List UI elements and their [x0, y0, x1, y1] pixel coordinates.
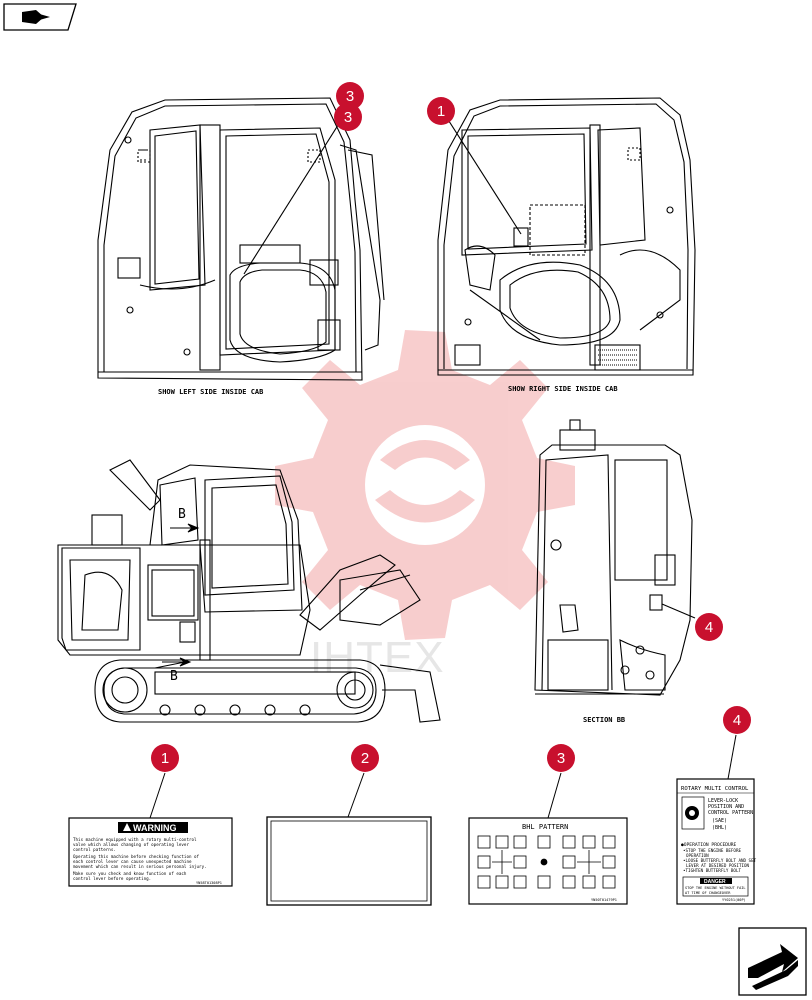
bhl-pattern-decal: BHL PATTERN [468, 817, 628, 905]
bhl-code: YN50T01479P1 [591, 898, 617, 902]
warning-header: WARNING [133, 823, 177, 833]
bhl-title: BHL PATTERN [522, 823, 568, 831]
warning-line-5: each control lever can cause unexpected … [73, 859, 192, 864]
warning-line-8: control lever before operating. [73, 876, 151, 881]
callout-decal-4[interactable]: 4 [723, 706, 751, 734]
warning-code: YN58T01308P1 [196, 881, 222, 885]
rotary-line-5: (BHL) [712, 825, 727, 831]
rotary-line-3: CONTROL PATTERN [708, 810, 753, 816]
section-arrow-icon [162, 523, 200, 667]
rotary-multi-control-decal: ROTARY MULTI CONTROL LEVER-LOCK POSITION… [676, 778, 757, 905]
rotary-step-1: •STOP THE ENGINE BEFORE [683, 848, 741, 853]
warning-line-6: movement which can result in serious per… [73, 864, 207, 869]
rotary-line-1: LEVER-LOCK [708, 798, 738, 804]
callout-decal-2-number: 2 [361, 750, 369, 767]
callout-decal-4-number: 4 [733, 712, 741, 729]
rotary-line-4: (SAE) [712, 818, 727, 824]
rotary-danger: DANGER [704, 879, 726, 885]
warning-line-1: This machine equipped with a rotary mult… [73, 837, 197, 842]
section-marker-bottom: B [170, 669, 178, 684]
callout-decal-3-number: 3 [557, 750, 565, 767]
rotary-step-4: LEVER AT DESIRED POSITION [686, 863, 750, 868]
warning-decal: WARNING This machine equipped with a rot… [68, 817, 233, 887]
rotary-step-3: •LOOSE BUTTERFLY BOLT AND SET [683, 858, 757, 863]
rotary-code: YY0251(00P) [722, 898, 746, 902]
section-marker-top: B [178, 507, 186, 522]
blank-plate-decal [266, 816, 432, 906]
callout-top-b[interactable]: 3 [334, 103, 362, 131]
book-arrow-icon[interactable] [3, 3, 77, 31]
callout-right-cab[interactable]: 1 [427, 97, 455, 125]
rotary-danger-2: AT TIME OF CHANGEOVER [685, 891, 731, 895]
rotary-step-5: •TIGHTEN BUTTERFLY BOLT [683, 868, 741, 873]
excavator-drawing [57, 459, 441, 723]
warning-line-7: Make sure you check and know function of… [73, 871, 187, 876]
warning-line-4: Operating this machine before checking f… [73, 854, 200, 859]
callout-decal-3[interactable]: 3 [547, 744, 575, 772]
callout-right-cab-number: 1 [437, 103, 445, 120]
left-cab-drawing [97, 97, 385, 381]
warning-line-3: control patterns. [73, 847, 116, 852]
warning-line-2: valve which allows changing of operating… [73, 842, 189, 847]
callout-decal-2[interactable]: 2 [351, 744, 379, 772]
rotary-procedure-title: ●OPERATION PROCEDURE [681, 842, 737, 848]
callout-section-number: 4 [705, 619, 713, 636]
watermark-logo [275, 330, 575, 640]
callout-top-b-number: 3 [344, 109, 352, 126]
callout-decal-1-number: 1 [161, 750, 169, 767]
section-bb-caption: SECTION BB [583, 716, 625, 724]
section-bb-drawing [534, 419, 696, 696]
callout-top-a[interactable]: 3 [336, 82, 364, 110]
lever-lock-icon [681, 796, 705, 830]
rotary-danger-1: STOP THE ENGINE WITHOUT FAIL [685, 886, 746, 890]
rotary-title: ROTARY MULTI CONTROL [681, 786, 749, 792]
watermark-text: IHTEX [310, 633, 445, 682]
callout-section[interactable]: 4 [695, 613, 723, 641]
right-cab-caption: SHOW RIGHT SIDE INSIDE CAB [508, 385, 618, 393]
next-page-arrow-icon[interactable] [738, 927, 807, 996]
rotary-step-2: OPERATION [686, 853, 709, 858]
callout-decal-1[interactable]: 1 [151, 744, 179, 772]
right-cab-drawing [437, 97, 696, 376]
callout-top-a-number: 3 [346, 88, 354, 105]
left-cab-caption: SHOW LEFT SIDE INSIDE CAB [158, 388, 263, 396]
rotary-line-2: POSITION AND [708, 804, 744, 810]
